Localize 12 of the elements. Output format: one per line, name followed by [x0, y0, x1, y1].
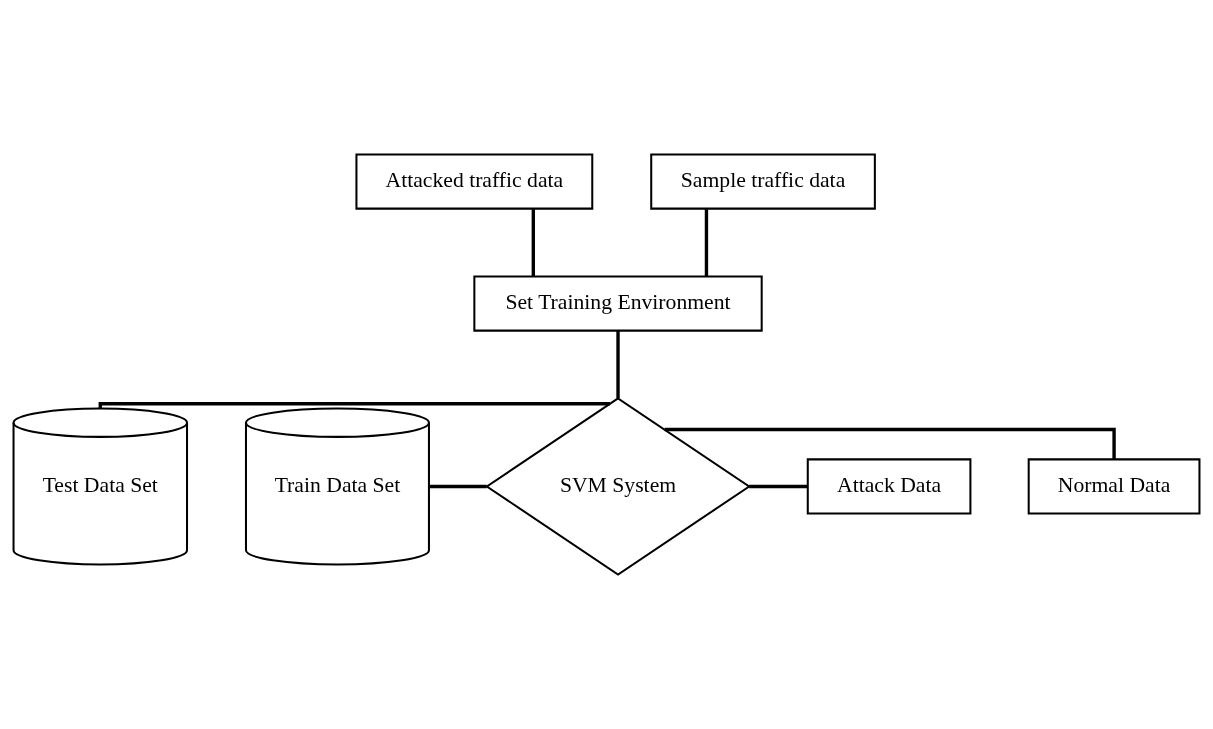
node-box: Normal Data — [1027, 458, 1201, 515]
node-box: Attacked traffic data — [355, 153, 594, 210]
node-box: Attack Data — [806, 458, 972, 515]
connector — [429, 484, 487, 489]
connector — [704, 209, 709, 277]
node-diamond: SVM System — [485, 397, 751, 576]
connector — [616, 330, 620, 399]
connector — [664, 427, 1116, 460]
node-box: Set Training Environment — [473, 275, 763, 332]
connector — [531, 209, 535, 277]
connector — [749, 484, 808, 489]
node-box: Sample traffic data — [650, 153, 876, 210]
